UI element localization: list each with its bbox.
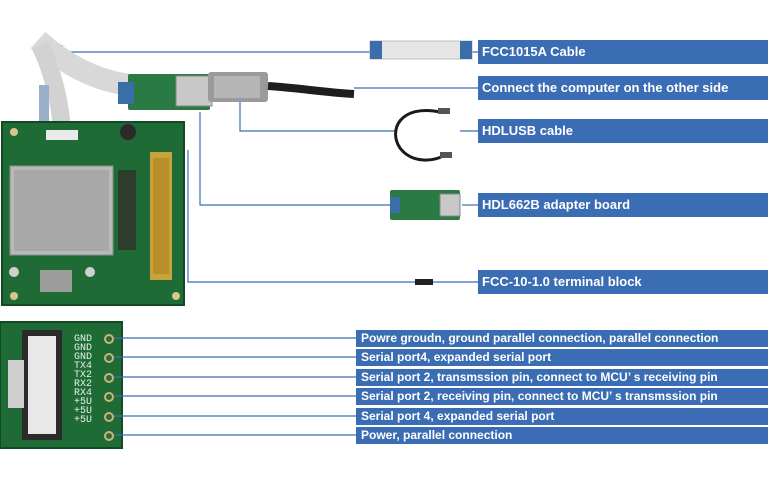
adapter-board-thumbnail: [390, 190, 461, 220]
pin-board: [0, 321, 123, 449]
pin-label-tx2: Serial port 2, transmssion pin, connect …: [356, 369, 768, 386]
pin-name-6: RX2: [74, 379, 93, 390]
pin-label-serial4-b: Serial port 4, expanded serial port: [356, 408, 768, 425]
pin-leader-lines: [112, 337, 356, 436]
leader-line-usb-cable: [239, 100, 395, 132]
pin-pad: [104, 353, 114, 363]
usb-cable-thumbnail: [394, 108, 452, 162]
terminal-block-thumbnail: [415, 279, 433, 285]
label-terminal-block: FCC-10-1.0 terminal block: [478, 270, 768, 294]
pin-pad: [104, 334, 114, 344]
leader-line-adapter: [199, 112, 390, 206]
usb-adapter-on-board: [118, 72, 355, 110]
pin-name-5: TX2: [74, 370, 93, 381]
label-adapter-board: HDL662B adapter board: [478, 193, 768, 217]
pin-pad: [104, 412, 114, 422]
label-connect-computer: Connect the computer on the other side: [478, 76, 768, 100]
pin-name-2: GND: [74, 343, 93, 354]
pin-label-rx2: Serial port 2, receiving pin, connect to…: [356, 388, 768, 405]
pin-name-8: +5U: [74, 397, 93, 408]
ribbon-cable: [30, 31, 132, 131]
main-board: [1, 121, 185, 306]
pin-pad: [104, 431, 114, 441]
pin-label-ground: Powre groudn, ground parallel connection…: [356, 330, 768, 347]
pin-name-4: TX4: [74, 361, 93, 372]
fcc-cable-thumbnail: [369, 40, 473, 60]
pin-name-7: RX4: [74, 388, 93, 399]
pin-name-3: GND: [74, 352, 93, 363]
pin-name-10: +5U: [74, 415, 93, 426]
pin-label-power: Power, parallel connection: [356, 427, 768, 444]
pin-name-1: GND: [74, 334, 93, 345]
pin-name-9: +5U: [74, 406, 93, 417]
leader-line-terminal: [187, 150, 415, 283]
pin-label-serial4: Serial port4, expanded serial port: [356, 349, 768, 366]
pin-pad: [104, 373, 114, 383]
pin-pad: [104, 392, 114, 402]
label-usb-cable: HDLUSB cable: [478, 119, 768, 143]
label-fcc-cable: FCC1015A Cable: [478, 40, 768, 64]
